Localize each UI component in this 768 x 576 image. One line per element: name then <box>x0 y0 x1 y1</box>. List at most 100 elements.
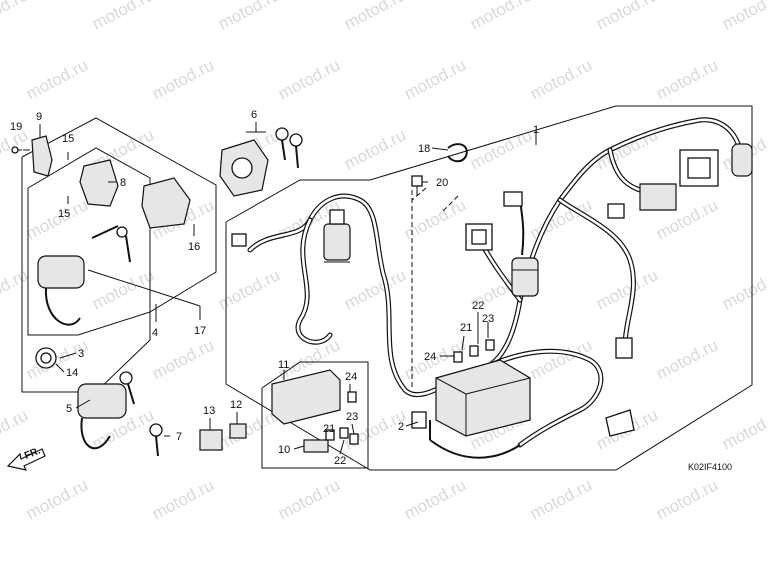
watermark-text: motod.ru <box>527 55 595 103</box>
callout-22b: 22 <box>334 455 346 467</box>
watermark-text: motod.ru <box>653 475 721 523</box>
switch-housing-part6 <box>219 139 269 197</box>
callout-15a: 15 <box>62 133 74 145</box>
seal-part14 <box>35 347 57 369</box>
callout-4: 4 <box>152 327 158 339</box>
front-direction-indicator: FR. <box>6 445 46 471</box>
bolt-part20 <box>411 175 423 196</box>
callout-13: 13 <box>203 405 215 417</box>
watermark-text: motod.ru <box>653 55 721 103</box>
watermark-layer: motod.ru motod.ru motod.ru motod.ru motod.ru… <box>0 0 768 524</box>
ignition-coil <box>323 209 351 263</box>
watermark-text: motod.ru <box>275 475 343 523</box>
callout-3: 3 <box>78 348 84 360</box>
callout-17: 17 <box>194 325 206 337</box>
callout-7: 7 <box>176 431 182 443</box>
watermark-text: motod.ru <box>149 55 217 103</box>
callout-23b: 23 <box>346 411 358 423</box>
relay-part12 <box>229 423 247 439</box>
lock-assembly-part8 <box>79 159 119 207</box>
watermark-text: motod.ru <box>215 265 283 313</box>
callout-24b: 24 <box>345 371 357 383</box>
connector-mid-right <box>607 203 625 219</box>
watermark-text: motod.ru <box>341 0 409 34</box>
watermark-text: motod.ru <box>341 125 409 173</box>
arrow-left-down-icon <box>6 448 46 471</box>
watermark-text: motod.ru <box>593 0 661 34</box>
callout-24a: 24 <box>424 351 436 363</box>
callout-8: 8 <box>120 177 126 189</box>
watermark-text: motod.ru <box>215 0 283 34</box>
watermark-text: motod.ru <box>401 475 469 523</box>
fuse-small-set <box>325 339 495 445</box>
watermark-text: motod.ru <box>401 55 469 103</box>
bracket-plate <box>639 183 677 211</box>
dashed-reference-lines <box>411 187 459 390</box>
watermark-text: motod.ru <box>593 265 661 313</box>
watermark-text: motod.ru <box>719 265 768 313</box>
callout-9: 9 <box>36 111 42 123</box>
fuse-box-subassembly-outline <box>261 361 369 469</box>
callout-2: 2 <box>398 421 404 433</box>
keys-part6 <box>275 127 303 169</box>
ignition-switch-part5 <box>77 371 135 450</box>
fuse-box-part11 <box>271 369 341 425</box>
watermark-text: motod.ru <box>341 265 409 313</box>
callout-12: 12 <box>230 399 242 411</box>
callout-1: 1 <box>533 124 539 136</box>
connector-block-upper <box>465 223 493 251</box>
callout-23a: 23 <box>482 313 494 325</box>
callout-15b: 15 <box>58 208 70 220</box>
switch-body-right <box>141 177 191 229</box>
connector-left-harness <box>231 233 247 247</box>
small-plug-lower-left <box>411 411 427 429</box>
callout-6: 6 <box>251 109 257 121</box>
clip-cover-right <box>605 409 635 437</box>
watermark-text: motod.ru <box>719 405 768 453</box>
condenser-canister <box>731 143 753 177</box>
watermark-text: motod.ru <box>23 475 91 523</box>
watermark-text: motod.ru <box>0 0 31 34</box>
watermark-text: motod.ru <box>0 265 31 313</box>
inner-key-set-outline <box>27 147 151 336</box>
bracket-part9 <box>31 135 53 177</box>
watermark-text: motod.ru <box>149 335 217 383</box>
leader-lines <box>23 122 537 455</box>
ignition-switch-part4 <box>37 255 85 326</box>
fuse-part10 <box>303 439 329 453</box>
callout-18: 18 <box>418 143 430 155</box>
callout-16: 16 <box>188 241 200 253</box>
wire-clamp-part18 <box>447 143 468 163</box>
connector-lower-right <box>615 337 633 359</box>
watermark-text: motod.ru <box>467 0 535 34</box>
callout-5: 5 <box>66 403 72 415</box>
callout-22a: 22 <box>472 300 484 312</box>
watermark-text: motod.ru <box>89 0 157 34</box>
watermark-text: motod.ru <box>0 405 31 453</box>
callout-11: 11 <box>278 359 289 371</box>
harness-assembly-outline <box>225 105 753 471</box>
callout-21b: 21 <box>323 423 335 435</box>
watermark-text: motod.ru <box>653 335 721 383</box>
inline-filter-cylinder <box>511 257 539 297</box>
watermark-text: motod.ru <box>149 475 217 523</box>
callout-10: 10 <box>278 444 290 456</box>
watermark-text: motod.ru <box>527 475 595 523</box>
keys-inner <box>91 225 131 263</box>
part-callouts: 1 2 3 4 5 6 7 8 9 10 11 12 13 14 15 15 1… <box>10 109 539 467</box>
watermark-text: motod.ru <box>23 55 91 103</box>
callout-19: 19 <box>10 121 22 133</box>
connector-top-right-pair <box>679 149 719 187</box>
relay-part13 <box>199 429 223 451</box>
fuse-box-main <box>435 359 531 437</box>
key-part7 <box>149 423 163 457</box>
screw-part19 <box>11 146 22 154</box>
connector-small-upper <box>503 191 523 207</box>
callout-20: 20 <box>436 177 448 189</box>
watermark-text: motod.ru <box>401 195 469 243</box>
watermark-text: motod.ru <box>467 125 535 173</box>
diagram-code: K02IF4100 <box>688 462 732 472</box>
watermark-text: motod.ru <box>719 0 768 34</box>
watermark-text: motod.ru <box>275 55 343 103</box>
